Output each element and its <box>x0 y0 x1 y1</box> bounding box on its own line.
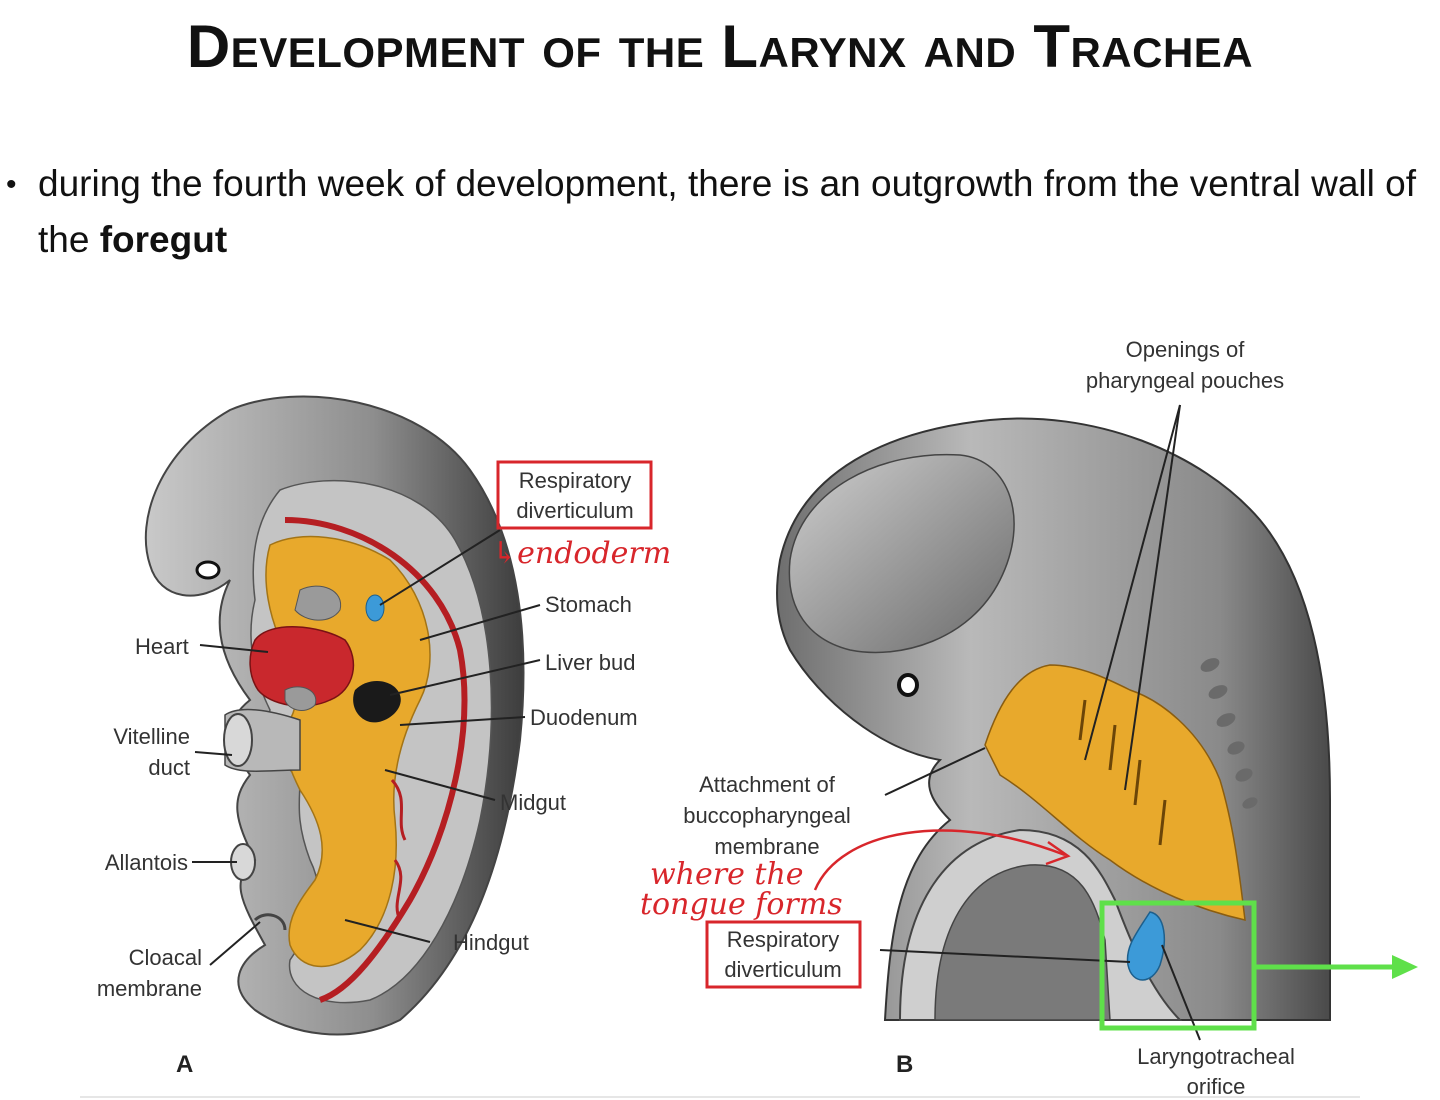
label-openings-2: pharyngeal pouches <box>1086 368 1284 393</box>
tongue-annotation-arrow <box>813 829 1066 891</box>
page-title: Development of the Larynx and Trachea <box>186 13 1254 80</box>
label-cloacal-1: Cloacal <box>129 945 202 970</box>
figure-b: Openings of pharyngeal pouches Attachmen… <box>640 337 1418 1099</box>
label-cloacal-2: membrane <box>97 976 202 1001</box>
label-stomach: Stomach <box>545 592 632 617</box>
annotation-tongue-1: where the <box>650 857 804 892</box>
figure-a: Respiratory diverticulum ↳endoderm Stoma… <box>97 395 671 1078</box>
panel-letter-b: B <box>896 1051 913 1078</box>
bullet-text-plain: during the fourth week of development, t… <box>38 163 1416 260</box>
label-liver-bud: Liver bud <box>545 650 636 675</box>
annotation-endoderm: ↳endoderm <box>492 536 671 571</box>
embryo-b-eye <box>897 673 919 697</box>
label-midgut: Midgut <box>500 790 566 815</box>
green-arrow-head <box>1392 955 1418 979</box>
vessel-branches <box>390 778 407 921</box>
label-heart: Heart <box>135 634 189 659</box>
highlight-box-b <box>705 920 862 989</box>
label-allantois: Allantois <box>105 850 188 875</box>
label-vitelline-2: duct <box>148 755 190 780</box>
bullet-text-bold: foregut <box>99 219 228 260</box>
label-attachment-2: buccopharyngeal <box>683 803 851 828</box>
respiratory-diverticulum-blue-b <box>1126 911 1166 981</box>
leader-lines-b <box>879 404 1201 1041</box>
label-vitelline-1: Vitelline <box>113 724 190 749</box>
bullet-text: during the fourth week of development, t… <box>38 156 1438 268</box>
embryo-b-pharynx <box>984 664 1246 921</box>
tongue-annotation-arrowhead <box>1045 840 1071 866</box>
pharyngeal-pouch-openings <box>1078 699 1167 846</box>
embryo-b-head <box>788 453 1015 654</box>
pharyngeal-arches <box>1200 658 1258 809</box>
pericardial-space <box>294 585 342 621</box>
heart-chamber <box>249 626 355 707</box>
label-laryngotracheal-2: orifice <box>1187 1074 1246 1099</box>
annotation-tongue-2: tongue forms <box>640 887 843 922</box>
label-duodenum: Duodenum <box>530 705 638 730</box>
respiratory-diverticulum-blue-a <box>365 594 385 622</box>
leader-lines-a <box>192 529 541 966</box>
embryo-a-eye <box>195 560 221 580</box>
label-attachment-1: Attachment of <box>699 772 836 797</box>
cloacal-membrane-shape <box>253 913 287 931</box>
label-respiratory-a-1: Respiratory <box>519 468 631 493</box>
label-respiratory-b-2: diverticulum <box>724 957 841 982</box>
highlight-box-a <box>496 460 653 530</box>
panel-letter-a: A <box>176 1051 193 1078</box>
label-respiratory-b-1: Respiratory <box>727 927 839 952</box>
label-respiratory-a-2: diverticulum <box>516 498 633 523</box>
pericardial-space-lower <box>284 686 317 711</box>
bullet-marker: • <box>6 168 17 201</box>
liver-bud-shape <box>353 680 401 723</box>
label-laryngotracheal-1: Laryngotracheal <box>1137 1044 1295 1069</box>
label-attachment-3: membrane <box>714 834 819 859</box>
label-openings-1: Openings of <box>1126 337 1246 362</box>
embryo-a-aorta <box>284 517 468 1003</box>
embryo-b-inner <box>934 864 1111 1021</box>
vitelline-duct-opening <box>223 713 253 767</box>
label-hindgut: Hindgut <box>453 930 529 955</box>
